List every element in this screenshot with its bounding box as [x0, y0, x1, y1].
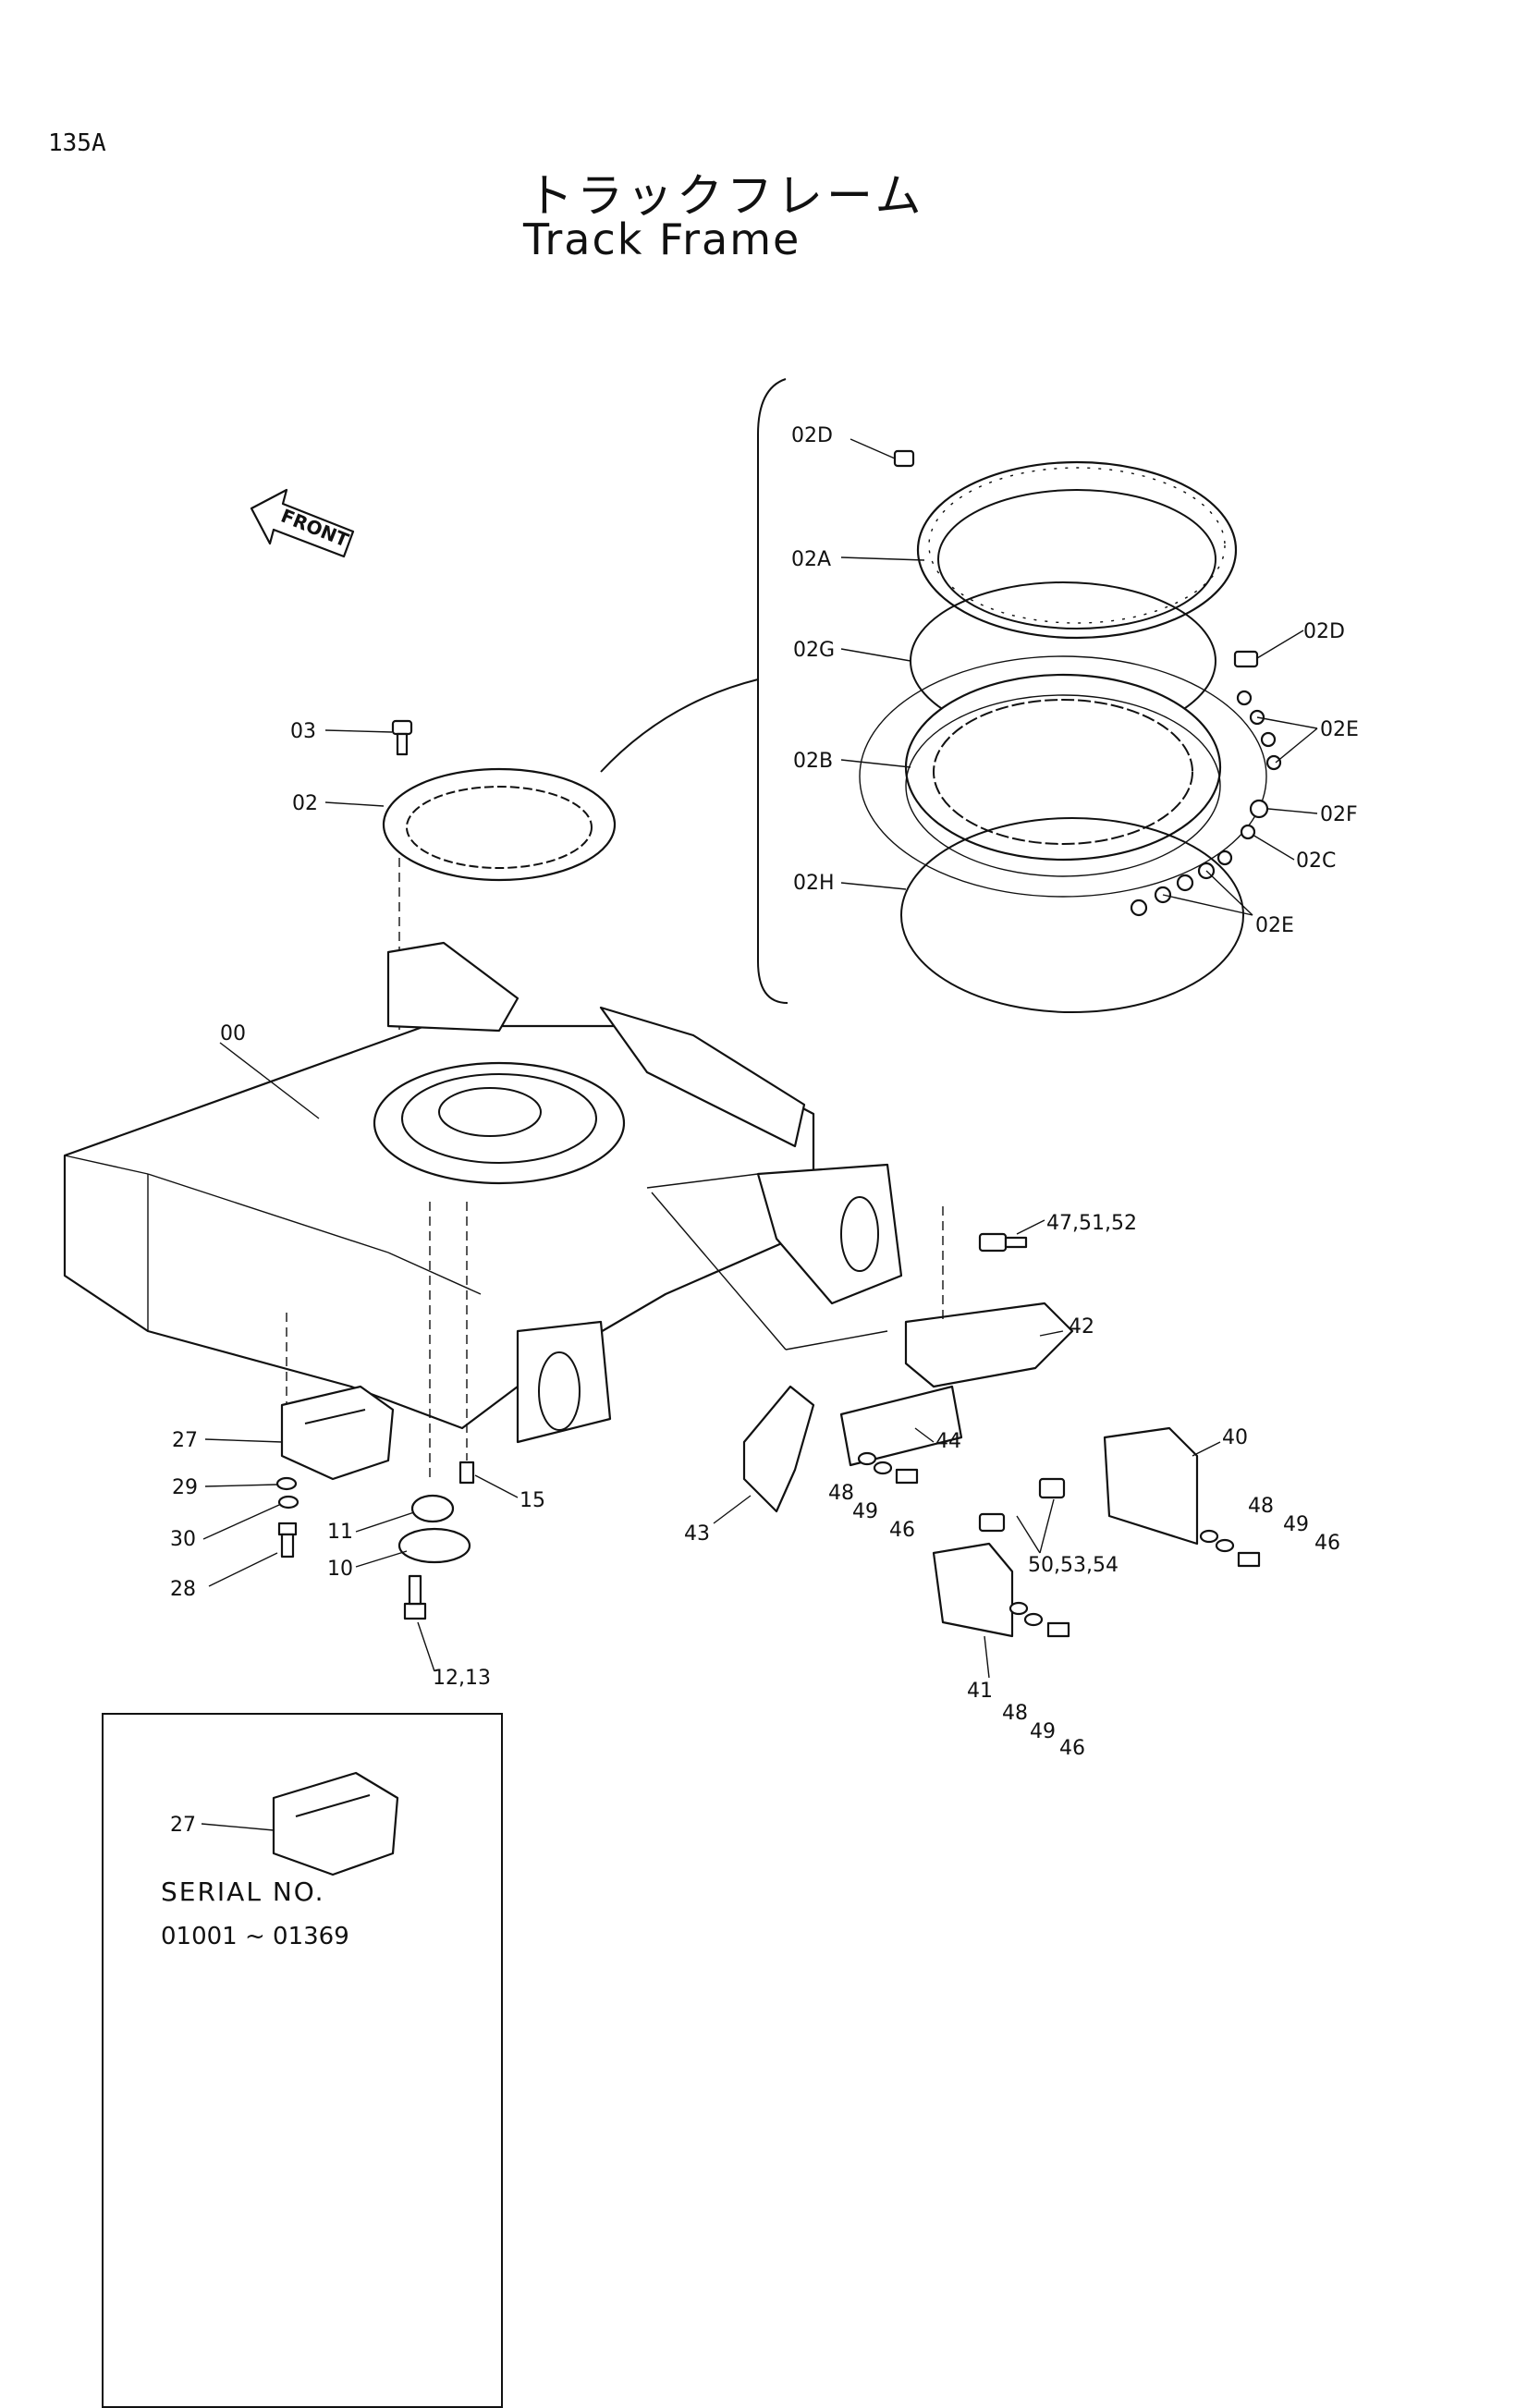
- bolt-46-b: [1237, 1551, 1261, 1568]
- callout-48-c: 48: [1002, 1702, 1028, 1725]
- callout-41: 41: [967, 1680, 993, 1703]
- callout-02E-lower: 02E: [1255, 914, 1294, 937]
- ring-02A: [916, 460, 1238, 640]
- callout-47-51-52: 47,51,52: [1046, 1212, 1137, 1235]
- callout-46-a: 46: [889, 1519, 915, 1542]
- fitting-02D-right: [1233, 650, 1259, 668]
- callout-43: 43: [684, 1522, 710, 1546]
- callout-42: 42: [1069, 1315, 1094, 1338]
- cover-40: [1103, 1426, 1199, 1546]
- bracket-27: [280, 1385, 395, 1481]
- page-code: 135A: [48, 129, 106, 157]
- callout-02D-right: 02D: [1303, 620, 1345, 643]
- callout-29: 29: [172, 1476, 198, 1499]
- plug-02C: [1240, 824, 1256, 840]
- serial-number-range: 01001 ~ 01369: [161, 1923, 349, 1950]
- callout-49-c: 49: [1030, 1720, 1056, 1743]
- serial-inset-box: [102, 1713, 503, 2408]
- track-frame-00: [63, 941, 903, 1444]
- detail-leader: [600, 678, 759, 773]
- callout-02E-upper: 02E: [1320, 718, 1359, 741]
- washer-30: [277, 1495, 299, 1510]
- callout-30: 30: [170, 1528, 196, 1551]
- bolt-50-53-54-b: [978, 1512, 1006, 1533]
- cover-43: [742, 1385, 815, 1513]
- plug-02F: [1249, 799, 1269, 819]
- callout-46-c: 46: [1059, 1737, 1085, 1760]
- bolt-12-13: [403, 1574, 427, 1620]
- callout-02A: 02A: [791, 548, 831, 571]
- callout-40: 40: [1222, 1426, 1248, 1449]
- callout-15: 15: [520, 1489, 545, 1512]
- title-english: Track Frame: [523, 214, 801, 264]
- callout-12-13: 12,13: [433, 1667, 491, 1690]
- callout-02H: 02H: [793, 872, 835, 895]
- callout-49-a: 49: [852, 1500, 878, 1523]
- washer-48-a: [857, 1451, 877, 1466]
- callout-28: 28: [170, 1578, 196, 1601]
- ball-set-02E-lower: [1130, 850, 1233, 917]
- plate-10: [397, 1527, 471, 1564]
- seal-02H: [900, 817, 1244, 1013]
- serial-number-label: SERIAL NO.: [161, 1876, 325, 1907]
- cover-44: [839, 1385, 963, 1467]
- washer-49-b: [1215, 1538, 1235, 1553]
- bolt-46-a: [895, 1468, 919, 1485]
- fitting-02D-top: [893, 449, 915, 468]
- callout-02G: 02G: [793, 639, 835, 662]
- callout-48-a: 48: [828, 1482, 854, 1505]
- cover-42: [904, 1302, 1074, 1388]
- callout-02B: 02B: [793, 750, 833, 773]
- callout-02C: 02C: [1296, 850, 1336, 873]
- washer-49-a: [873, 1461, 893, 1475]
- callout-27: 27: [172, 1429, 198, 1452]
- bearing-02B: [904, 673, 1222, 877]
- washer-48-c: [1008, 1601, 1029, 1616]
- bolt-03: [391, 719, 413, 756]
- bolt-46-c: [1046, 1621, 1070, 1638]
- exploded-parts-diagram: FRONT: [63, 378, 1359, 1876]
- callout-49-b: 49: [1283, 1513, 1309, 1536]
- callout-44: 44: [935, 1430, 961, 1453]
- detail-bracket: [757, 378, 788, 1004]
- callout-50-53-54: 50,53,54: [1028, 1554, 1118, 1577]
- inset-callout-27: 27: [170, 1814, 196, 1837]
- front-arrow-icon: FRONT: [250, 488, 355, 558]
- title-japanese: トラックフレーム: [527, 169, 925, 223]
- washer-48-b: [1199, 1529, 1219, 1544]
- guide-curve: [859, 655, 1267, 898]
- washer-49-c: [1023, 1612, 1044, 1627]
- ball-set-02E-upper: [1236, 690, 1282, 771]
- callout-02F: 02F: [1320, 803, 1358, 826]
- callout-10: 10: [327, 1558, 353, 1581]
- washer-29: [275, 1476, 298, 1491]
- plate-11: [410, 1494, 455, 1523]
- callout-02: 02: [292, 792, 318, 815]
- plug-15: [458, 1461, 475, 1485]
- callout-03: 03: [290, 720, 316, 743]
- callout-11: 11: [327, 1521, 353, 1544]
- swing-bearing-02: [382, 767, 617, 882]
- callout-02D-top: 02D: [791, 424, 833, 447]
- cover-41: [932, 1542, 1014, 1638]
- inset-bracket-27: [272, 1771, 399, 1876]
- bolt-28: [277, 1522, 298, 1558]
- callout-00: 00: [220, 1022, 246, 1045]
- callout-48-b: 48: [1248, 1495, 1274, 1518]
- bolt-50-53-54-a: [1038, 1477, 1066, 1499]
- callout-46-b: 46: [1314, 1532, 1340, 1555]
- bolt-47-51-52: [978, 1232, 1028, 1253]
